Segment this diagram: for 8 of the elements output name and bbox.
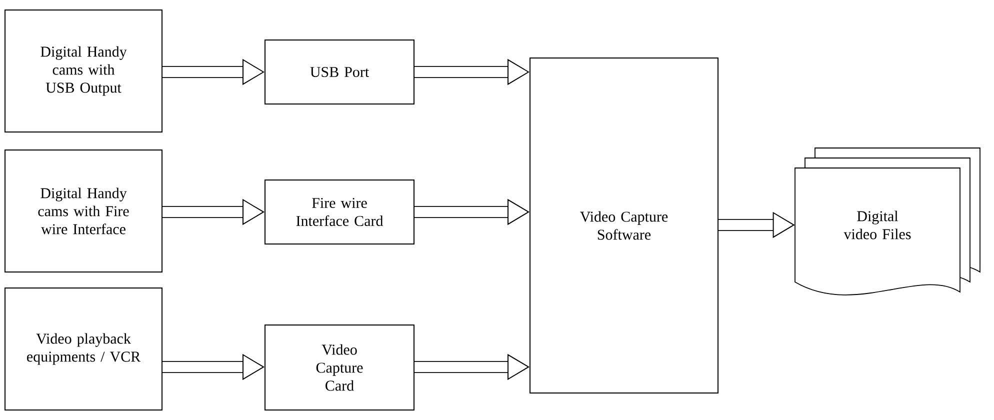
document-stack: Digital video Files [794, 148, 980, 296]
process-box: Digital Handy cams with Fire wire Interface [4, 150, 163, 272]
process-box: Video playback equipments / VCR [4, 288, 163, 410]
process-box: USB Port [264, 40, 414, 104]
process-box: Video Capture Software [530, 58, 718, 394]
process-box: Digital Handy cams with USB Output [4, 10, 163, 132]
process-box: Fire wire Interface Card [264, 180, 414, 244]
process-box: Video Capture Card [264, 324, 414, 410]
